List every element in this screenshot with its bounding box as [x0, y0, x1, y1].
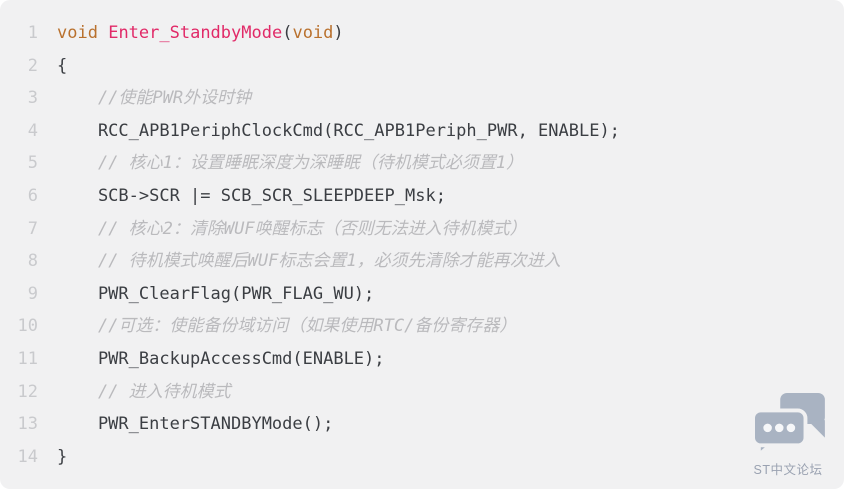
code-token-plain: PWR_ClearFlag(PWR_FLAG_WU);	[57, 283, 375, 304]
code-token-plain: }	[57, 446, 68, 467]
code-text: {	[57, 50, 67, 83]
code-token-plain	[98, 23, 108, 43]
code-text: //可选：使能备份域访问（如果使用RTC/备份寄存器）	[57, 310, 516, 343]
code-text: RCC_APB1PeriphClockCmd(RCC_APB1Periph_PW…	[57, 115, 620, 148]
code-token-plain	[57, 219, 98, 239]
line-number: 3	[27, 88, 38, 109]
forum-watermark: ST中文论坛	[740, 391, 836, 478]
code-line: 2{	[0, 50, 844, 83]
line-number: 4	[27, 120, 38, 141]
line-number: 7	[27, 218, 38, 239]
line-number: 5	[27, 153, 38, 174]
code-token-comment: // 待机模式唤醒后WUF标志会置1，必须先清除才能再次进入	[97, 251, 561, 272]
line-number: 6	[27, 185, 38, 206]
code-token-plain: {	[57, 55, 68, 76]
code-text: // 待机模式唤醒后WUF标志会置1，必须先清除才能再次进入	[57, 245, 561, 278]
code-token-plain: PWR_EnterSTANDBYMode();	[57, 414, 334, 435]
code-line: 14}	[0, 441, 844, 474]
code-token-keyword: void	[292, 23, 334, 43]
code-text: // 进入待机模式	[57, 376, 231, 409]
code-token-plain: )	[333, 23, 344, 43]
code-token-plain: (	[282, 23, 293, 43]
code-token-plain	[57, 153, 98, 173]
code-text: // 核心1：设置睡眠深度为深睡眠（待机模式必须置1）	[57, 147, 523, 180]
code-text: PWR_EnterSTANDBYMode();	[57, 408, 333, 441]
code-token-plain	[57, 88, 98, 108]
code-text: // 核心2：清除WUF唤醒标志（否则无法进入待机模式）	[57, 213, 527, 246]
code-token-function: Enter_StandbyMode	[108, 23, 283, 43]
line-number: 10	[17, 316, 38, 337]
code-line: 8 // 待机模式唤醒后WUF标志会置1，必须先清除才能再次进入	[0, 245, 844, 278]
code-token-comment: // 进入待机模式	[97, 381, 231, 402]
code-line: 10 //可选：使能备份域访问（如果使用RTC/备份寄存器）	[0, 310, 844, 343]
code-text: PWR_ClearFlag(PWR_FLAG_WU);	[57, 278, 374, 311]
code-token-plain	[57, 316, 98, 336]
code-token-comment: //可选：使能备份域访问（如果使用RTC/备份寄存器）	[97, 316, 517, 337]
code-token-plain	[57, 251, 98, 271]
line-number: 8	[27, 251, 38, 272]
code-token-plain: PWR_BackupAccessCmd(ENABLE);	[57, 348, 385, 369]
code-line: 12 // 进入待机模式	[0, 376, 844, 409]
bubble-dot	[774, 423, 784, 433]
code-token-plain: SCB->SCR |= SCB_SCR_SLEEPDEEP_Msk;	[57, 185, 446, 206]
code-line: 6 SCB->SCR |= SCB_SCR_SLEEPDEEP_Msk;	[0, 180, 844, 213]
code-token-comment: // 核心2：清除WUF唤醒标志（否则无法进入待机模式）	[97, 218, 527, 239]
watermark-label: ST中文论坛	[753, 463, 823, 477]
code-line: 11 PWR_BackupAccessCmd(ENABLE);	[0, 343, 844, 376]
line-number: 11	[17, 348, 38, 369]
code-line: 5 // 核心1：设置睡眠深度为深睡眠（待机模式必须置1）	[0, 147, 844, 180]
line-number: 12	[17, 381, 38, 402]
code-text: PWR_BackupAccessCmd(ENABLE);	[57, 343, 385, 376]
code-text: SCB->SCR |= SCB_SCR_SLEEPDEEP_Msk;	[57, 180, 446, 213]
line-number: 14	[17, 446, 38, 467]
front-chat-bubble	[751, 408, 808, 457]
line-number: 2	[27, 55, 38, 76]
code-token-plain: RCC_APB1PeriphClockCmd(RCC_APB1Periph_PW…	[57, 120, 620, 141]
bubble-dot	[763, 423, 772, 433]
code-token-plain	[57, 382, 98, 402]
code-line: 4 RCC_APB1PeriphClockCmd(RCC_APB1Periph_…	[0, 115, 844, 148]
line-number: 1	[27, 23, 38, 43]
line-number: 9	[27, 283, 38, 304]
code-token-keyword: void	[57, 23, 98, 43]
code-token-comment: // 核心1：设置睡眠深度为深睡眠（待机模式必须置1）	[97, 153, 524, 174]
code-line: 3 //使能PWR外设时钟	[0, 82, 844, 115]
bubble-dot	[786, 423, 796, 433]
code-line: 13 PWR_EnterSTANDBYMode();	[0, 408, 844, 441]
code-token-comment: //使能PWR外设时钟	[97, 88, 252, 109]
line-number: 13	[17, 414, 38, 435]
code-text: }	[57, 441, 67, 474]
chat-bubbles-icon	[751, 392, 825, 457]
code-text: void Enter_StandbyMode(void)	[57, 17, 344, 50]
code-line: 7 // 核心2：清除WUF唤醒标志（否则无法进入待机模式）	[0, 213, 844, 246]
code-text: //使能PWR外设时钟	[57, 82, 251, 115]
code-line: 9 PWR_ClearFlag(PWR_FLAG_WU);	[0, 278, 844, 311]
